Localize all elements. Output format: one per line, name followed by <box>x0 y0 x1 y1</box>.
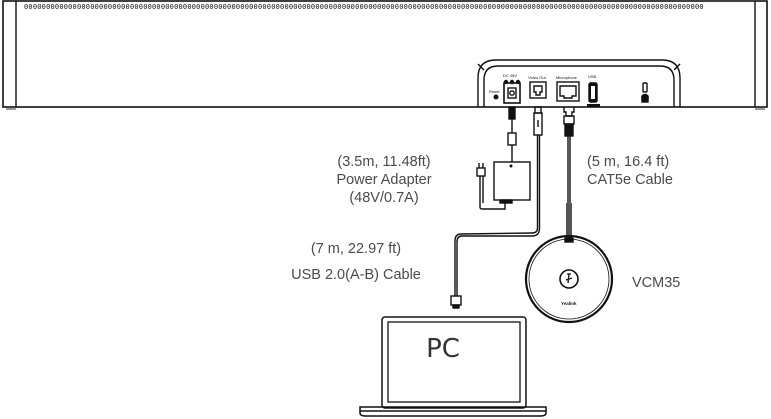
vcm35-label: VCM35 <box>632 275 681 291</box>
port-panel <box>477 59 681 107</box>
video-out-port[interactable] <box>529 81 547 99</box>
cat5e-cable-label: (5 m, 16.4 ft) CAT5e Cable <box>587 153 673 189</box>
video-bar-body <box>2 0 768 108</box>
power-adapter-name: Power Adapter <box>336 172 432 188</box>
reset-label: Reset <box>489 89 500 94</box>
power-cable <box>476 106 531 210</box>
dc-port[interactable] <box>503 79 521 104</box>
power-adapter-brick <box>493 161 531 201</box>
microphone-port[interactable] <box>556 81 580 102</box>
reset-hole[interactable] <box>493 94 499 100</box>
microphone-port-label: Microphone <box>556 75 577 80</box>
pc-label: PC <box>426 334 460 364</box>
dc-port-label: DC 48V <box>503 73 518 78</box>
cat5e-cable <box>563 107 575 243</box>
usb-port[interactable] <box>587 82 600 107</box>
power-adapter-label: (3.5m, 11.48ft) Power Adapter (48V/0.7A) <box>314 153 454 207</box>
vcm35-microphone[interactable] <box>524 234 614 324</box>
power-adapter-spec: (48V/0.7A) <box>349 190 419 206</box>
usb-cable-length: (7 m, 22.97 ft) <box>310 241 402 257</box>
mute-button <box>559 269 579 289</box>
usb-cable-name: USB 2.0(A-B) Cable <box>291 267 421 283</box>
kensington-lock-slot <box>641 82 649 103</box>
cat5e-cable-length: (5 m, 16.4 ft) <box>587 154 670 170</box>
video-out-label: Video Out <box>528 75 546 80</box>
usb-cable-label: (7 m, 22.97 ft) USB 2.0(A-B) Cable <box>281 240 431 284</box>
power-adapter-length: (3.5m, 11.48ft) <box>337 154 431 170</box>
usb-symbol-label: USB <box>588 74 597 79</box>
cat5e-cable-name: CAT5e Cable <box>587 172 673 188</box>
usb-cable <box>450 106 543 309</box>
yealink-logo: Yealink <box>561 301 577 306</box>
laptop-pc <box>359 316 547 417</box>
speaker-vent-pattern: 0000000000000000000000000000000000000000… <box>24 3 704 11</box>
